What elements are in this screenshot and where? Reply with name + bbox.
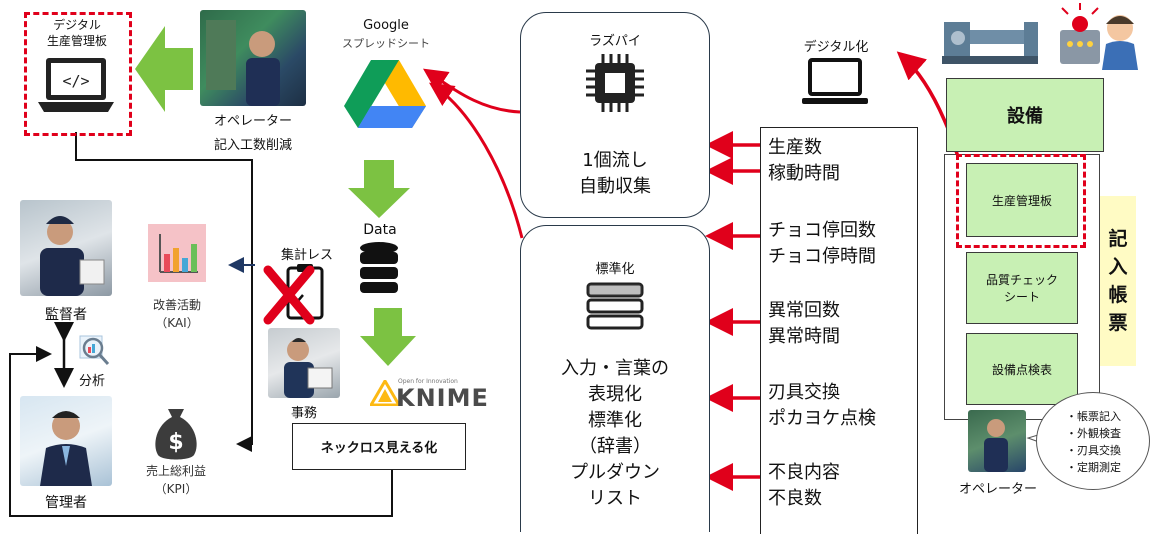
green-left-arrow: [135, 26, 195, 116]
standardize-line-6: リスト: [588, 488, 642, 509]
standardize-line-5: プルダウン: [570, 462, 660, 483]
knime-tagline: Open for Innovation: [398, 378, 458, 385]
lathe-icon: [940, 8, 1040, 72]
quality-sheet-box: 品質チェック シート: [966, 252, 1078, 324]
clerk-photo: [268, 328, 340, 398]
money-bag-icon: $: [150, 405, 202, 465]
shukei-label: 集計レス: [280, 248, 333, 263]
digital-board-label-2: 生産管理板: [46, 34, 107, 48]
task-1: ・帳票記入: [1066, 410, 1121, 423]
google-label: Google: [363, 18, 409, 33]
operator-bottom-photo: [968, 410, 1026, 472]
knime-label: KNIME: [396, 384, 489, 412]
manager-label: 管理者: [45, 495, 87, 511]
digital-board-frame: [24, 12, 132, 136]
digitalize-label: デジタル化: [803, 40, 869, 55]
item-short-stop-time: チョコ停時間: [768, 246, 876, 267]
necklace-box: ネックロス見える化: [292, 423, 466, 470]
data-label: Data: [363, 222, 397, 238]
standardize-line-2: 表現化: [588, 384, 642, 405]
raspi-box: [520, 12, 710, 218]
quality-sheet-line-2: シート: [1003, 290, 1040, 304]
clipboard-x-icon: [262, 262, 336, 330]
database-icon: [358, 240, 400, 298]
kaizen-label: 改善活動: [152, 298, 201, 312]
raspi-to-sheet-arrow: [423, 68, 521, 114]
standardize-title: 標準化: [595, 262, 635, 277]
chip-icon: [583, 52, 647, 118]
manager-photo: [20, 396, 112, 486]
item-tool-change: 刃具交換: [768, 382, 840, 403]
operator-top-sub: 記入工数削減: [213, 138, 292, 153]
items-box: [760, 127, 918, 534]
kaizen-sub: （KAI）: [155, 316, 199, 330]
standardize-line-1: 入力・言葉の: [561, 358, 669, 379]
necklace-label: ネックロス見える化: [320, 441, 438, 456]
standardize-line-3: 標準化: [588, 410, 642, 431]
operator-top-label: オペレーター: [213, 114, 292, 129]
green-down-arrow-2: [360, 308, 416, 370]
chart-icon: [148, 224, 206, 282]
forms-char-1: 記: [1108, 228, 1128, 250]
task-bubble: [1036, 392, 1150, 490]
item-defect-count: 不良数: [768, 488, 822, 509]
item-short-stop-count: チョコ停回数: [768, 220, 876, 241]
raspi-line-1: 1個流し: [582, 150, 648, 171]
profit-sub: （KPI）: [154, 482, 198, 496]
item-abnormal-time: 異常時間: [768, 326, 840, 347]
equipment-title: 設備: [1007, 106, 1043, 127]
raspi-line-2: 自動収集: [579, 176, 651, 197]
item-pokayoke-check: ポカヨケ点検: [768, 408, 876, 429]
sheets-label: スプレッドシート: [342, 37, 430, 50]
item-defect-content: 不良内容: [768, 462, 840, 483]
quality-sheet-line-1: 品質チェック: [985, 273, 1058, 287]
production-board-box: 生産管理板: [966, 163, 1078, 237]
forms-char-3: 帳: [1108, 284, 1128, 306]
forms-char-4: 票: [1108, 312, 1128, 334]
standard-to-sheet-arrow: [429, 82, 524, 239]
layers-icon: [584, 280, 646, 340]
supervisor-label: 監督者: [45, 307, 87, 323]
standardize-line-4: （辞書）: [579, 436, 651, 457]
task-2: ・外観検査: [1066, 427, 1121, 440]
analysis-label: 分析: [78, 374, 105, 389]
operator-bottom-label: オペレーター: [958, 482, 1037, 497]
laptop-outline-icon: [800, 56, 870, 112]
digital-board-label-1: デジタル: [53, 18, 101, 32]
raspi-title: ラズパイ: [589, 34, 641, 49]
equipment-box: 設備: [946, 78, 1104, 152]
task-3: ・刃具交換: [1066, 444, 1121, 457]
inspection-sheet-label: 設備点検表: [991, 362, 1052, 377]
svg-text:$: $: [168, 430, 183, 455]
production-board-label: 生産管理板: [991, 193, 1052, 208]
operator-top-photo: [200, 10, 306, 106]
forms-char-2: 入: [1108, 256, 1128, 278]
clerk-label: 事務: [290, 406, 317, 421]
magnifier-icon: [78, 334, 112, 372]
forms-vertical-label: 記 入 帳 票: [1100, 196, 1136, 366]
inspection-sheet-box: 設備点検表: [966, 333, 1078, 405]
drive-icon: [344, 58, 426, 132]
knime-logo: [368, 378, 402, 410]
item-abnormal-count: 異常回数: [768, 300, 840, 321]
item-operating-time: 稼動時間: [768, 163, 840, 184]
alarm-person-icon: [1056, 2, 1142, 74]
laptop-icon: </>: [36, 52, 116, 122]
profit-label: 売上総利益: [145, 464, 206, 478]
item-production-count: 生産数: [768, 137, 822, 158]
task-4: ・定期測定: [1066, 461, 1121, 474]
green-down-arrow-1: [348, 160, 410, 222]
svg-text:</>: </>: [62, 72, 89, 90]
standardize-box: [520, 225, 710, 532]
supervisor-photo: [20, 200, 112, 296]
production-board-frame: [956, 154, 1086, 248]
